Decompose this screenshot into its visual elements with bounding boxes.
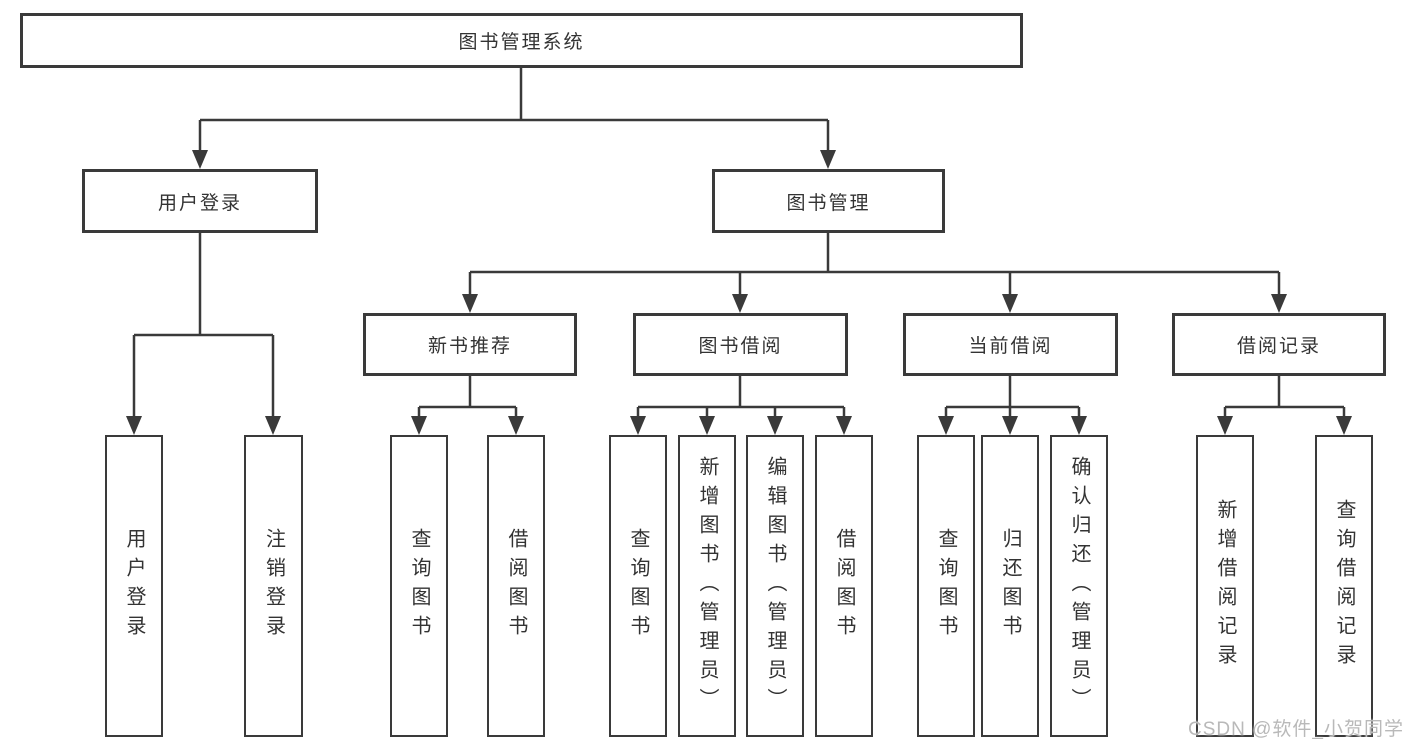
arrowhead-icon [1217, 416, 1233, 435]
leaf-query-books: 查询图书 [917, 435, 975, 737]
node-borrowing-records: 借阅记录 [1172, 313, 1386, 376]
arrowhead-icon [1336, 416, 1352, 435]
node-user-login: 用户登录 [82, 169, 318, 233]
node-label: 图书管理系统 [458, 32, 585, 53]
arrowhead-icon [1271, 294, 1287, 313]
node-label: 新书推荐 [427, 336, 512, 357]
arrowhead-icon [265, 416, 281, 435]
node-label: 查询借阅记录 [1333, 499, 1355, 673]
leaf-user-login: 用户登录 [105, 435, 163, 737]
arrowhead-icon [938, 416, 954, 435]
leaf-add-borrow-record: 新增借阅记录 [1196, 435, 1254, 737]
leaf-borrow-books: 借阅图书 [815, 435, 873, 737]
node-label: 归还图书 [999, 528, 1021, 644]
node-label: 借阅记录 [1236, 336, 1321, 357]
node-label: 用户登录 [157, 192, 242, 214]
connector-line [944, 376, 1081, 420]
leaf-query-books: 查询图书 [609, 435, 667, 737]
arrowhead-icon [462, 294, 478, 313]
arrowhead-icon [767, 416, 783, 435]
arrowhead-icon [699, 416, 715, 435]
leaf-confirm-return-admin: 确认归还（管理员） [1050, 435, 1108, 737]
node-book-borrowing: 图书借阅 [633, 313, 848, 376]
node-label: 注销登录 [262, 528, 285, 644]
node-label: 新增图书（管理员） [696, 455, 718, 717]
connector-line [198, 68, 830, 154]
arrowhead-icon [411, 416, 427, 435]
node-label: 编辑图书（管理员） [764, 455, 786, 717]
leaf-query-books: 查询图书 [390, 435, 448, 737]
arrowhead-icon [508, 416, 524, 435]
node-book-management: 图书管理 [712, 169, 945, 233]
node-label: 图书管理 [786, 192, 871, 214]
node-label: 查询图书 [627, 528, 649, 644]
arrowhead-icon [126, 416, 142, 435]
node-label: 查询图书 [935, 528, 957, 644]
csdn-watermark: CSDN @软件_小贺同学 [1188, 719, 1404, 740]
leaf-return-books: 归还图书 [981, 435, 1039, 737]
arrowhead-icon [192, 150, 208, 169]
arrowhead-icon [836, 416, 852, 435]
node-label: 当前借阅 [968, 336, 1053, 357]
leaf-edit-books-admin: 编辑图书（管理员） [746, 435, 804, 737]
connector-line [1223, 376, 1346, 420]
connector-line [636, 376, 846, 420]
node-label: 确认归还（管理员） [1068, 455, 1090, 717]
node-label: 借阅图书 [505, 528, 527, 644]
node-label: 查询图书 [408, 528, 430, 644]
leaf-logout-login: 注销登录 [244, 435, 303, 737]
node-label: 借阅图书 [833, 528, 855, 644]
arrowhead-icon [1002, 416, 1018, 435]
node-library-management-system: 图书管理系统 [20, 13, 1023, 68]
node-new-book-recommend: 新书推荐 [363, 313, 577, 376]
arrowhead-icon [1071, 416, 1087, 435]
leaf-query-borrow-record: 查询借阅记录 [1315, 435, 1373, 737]
connector-line [132, 233, 275, 420]
arrowhead-icon [820, 150, 836, 169]
node-current-borrowing: 当前借阅 [903, 313, 1118, 376]
node-label: 图书借阅 [698, 336, 783, 357]
node-label: 用户登录 [123, 528, 145, 644]
arrowhead-icon [630, 416, 646, 435]
leaf-borrow-books: 借阅图书 [487, 435, 545, 737]
connector-line [417, 376, 518, 420]
arrowhead-icon [732, 294, 748, 313]
node-label: 新增借阅记录 [1214, 499, 1236, 673]
arrowhead-icon [1002, 294, 1018, 313]
leaf-add-books-admin: 新增图书（管理员） [678, 435, 736, 737]
connector-line [468, 233, 1281, 298]
